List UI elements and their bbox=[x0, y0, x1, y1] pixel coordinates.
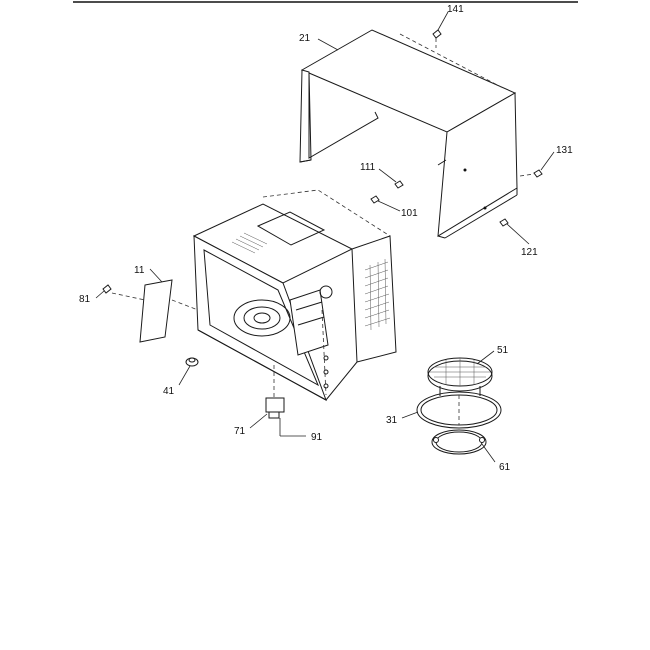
tray-51 bbox=[427, 357, 493, 396]
leader-lines bbox=[95, 11, 555, 463]
foot-41 bbox=[185, 357, 199, 367]
panel-11 bbox=[111, 279, 199, 343]
callout-91: 91 bbox=[311, 432, 323, 443]
screw-141 bbox=[432, 29, 442, 48]
callout-61: 61 bbox=[499, 462, 511, 473]
callout-51: 51 bbox=[497, 345, 509, 356]
callout-21: 21 bbox=[299, 33, 311, 44]
screw-101 bbox=[370, 195, 380, 204]
roller-ring-31 bbox=[416, 391, 502, 429]
callout-111: 111 bbox=[360, 162, 376, 173]
outer-cabinet bbox=[299, 29, 518, 239]
callout-131: 131 bbox=[556, 145, 573, 156]
callout-41: 41 bbox=[163, 386, 175, 397]
screw-131 bbox=[519, 169, 543, 178]
callout-101: 101 bbox=[401, 208, 418, 219]
screw-81 bbox=[102, 284, 112, 294]
coupler-61 bbox=[431, 429, 487, 455]
callout-31: 31 bbox=[386, 415, 398, 426]
screw-121 bbox=[499, 218, 509, 227]
callout-71: 71 bbox=[234, 426, 246, 437]
callout-81: 81 bbox=[79, 294, 91, 305]
callout-11: 11 bbox=[134, 265, 145, 276]
callout-141: 141 bbox=[447, 4, 464, 15]
screw-111 bbox=[394, 180, 404, 189]
motor-71 bbox=[265, 365, 306, 437]
oven-body bbox=[192, 189, 397, 402]
callout-121: 121 bbox=[521, 247, 538, 258]
